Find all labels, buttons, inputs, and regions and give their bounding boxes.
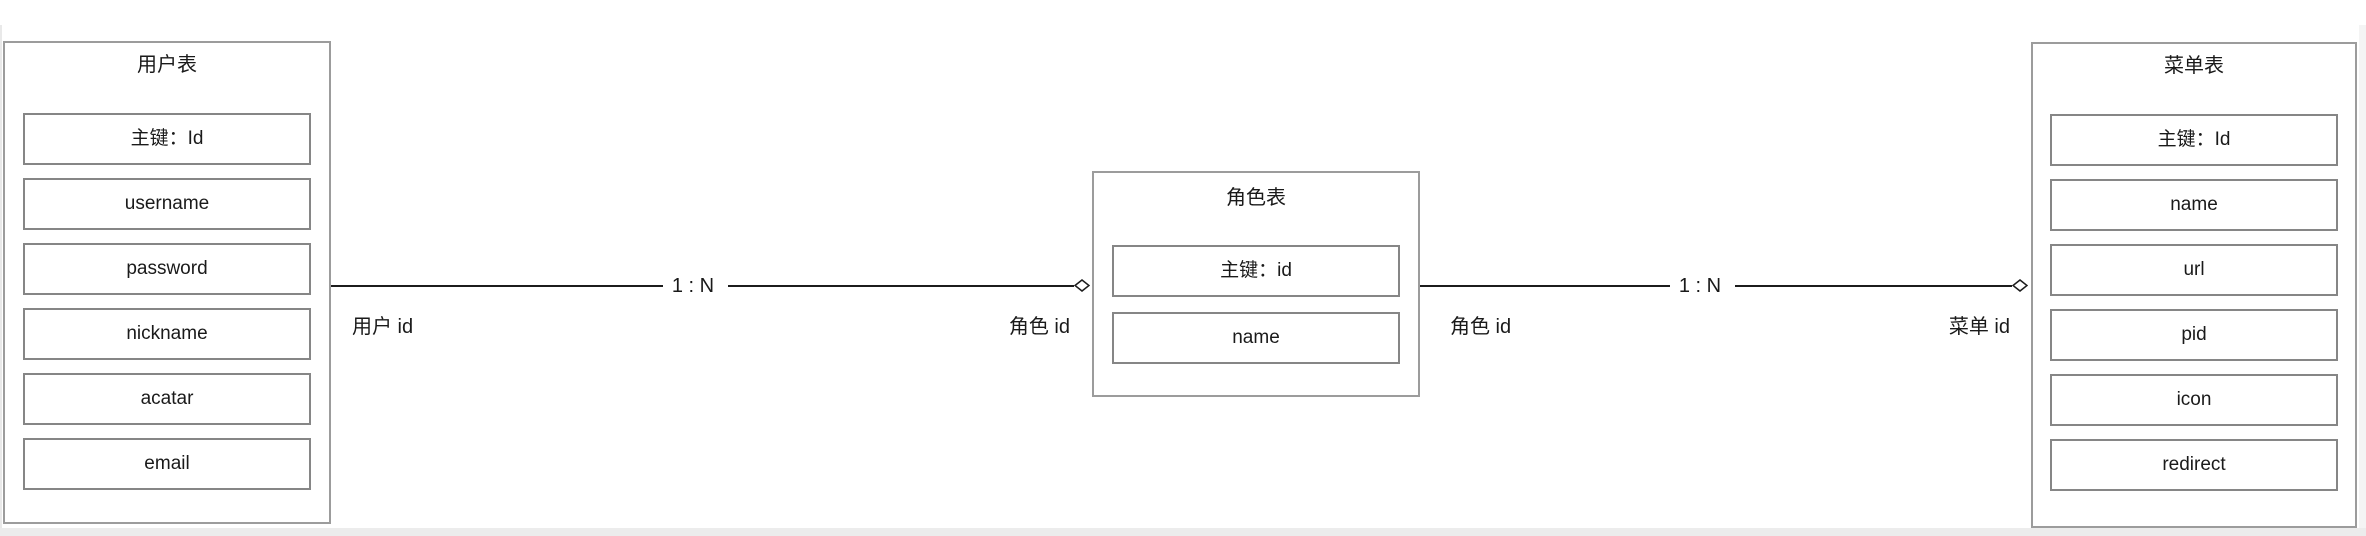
field-list-menu: 主键：Id name url pid icon redirect: [2050, 114, 2338, 504]
relation-line-user-role-b: [728, 285, 1074, 287]
field-user-acatar[interactable]: acatar: [23, 373, 311, 425]
relation-line-user-role-a: [331, 285, 663, 287]
key-label-user-id: 用户 id: [352, 316, 414, 338]
relation-line-role-menu-b: [1735, 285, 2012, 287]
table-title-menu: 菜单表: [2164, 55, 2224, 77]
cardinality-label-role-menu: 1 : N: [1678, 275, 1722, 297]
field-menu-pid[interactable]: pid: [2050, 309, 2338, 361]
relation-line-role-menu-a: [1420, 285, 1670, 287]
field-user-nickname[interactable]: nickname: [23, 308, 311, 360]
field-user-primary-key[interactable]: 主键：Id: [23, 113, 311, 165]
key-label-menu-id: 菜单 id: [1948, 316, 2010, 338]
field-menu-primary-key[interactable]: 主键：Id: [2050, 114, 2338, 166]
entity-table-role[interactable]: 角色表 主键：id name: [1092, 171, 1420, 397]
field-role-primary-key[interactable]: 主键：id: [1112, 245, 1400, 297]
field-user-password[interactable]: password: [23, 243, 311, 295]
canvas-right-edge: [2359, 25, 2366, 536]
field-menu-name[interactable]: name: [2050, 179, 2338, 231]
diamond-connector-icon: [2012, 279, 2028, 292]
key-label-role-id-left: 角色 id: [1008, 316, 1070, 338]
key-label-role-id-right: 角色 id: [1450, 316, 1512, 338]
diamond-connector-icon: [1074, 279, 1090, 292]
field-user-username[interactable]: username: [23, 178, 311, 230]
table-title-role: 角色表: [1226, 187, 1286, 209]
canvas-bottom-strip: [0, 528, 2366, 536]
field-menu-icon[interactable]: icon: [2050, 374, 2338, 426]
field-list-user: 主键：Id username password nickname acatar …: [23, 113, 311, 503]
cardinality-label-user-role: 1 : N: [671, 275, 715, 297]
field-role-name[interactable]: name: [1112, 312, 1400, 364]
field-list-role: 主键：id name: [1112, 245, 1400, 379]
entity-table-user[interactable]: 用户表 主键：Id username password nickname aca…: [3, 41, 331, 524]
entity-table-menu[interactable]: 菜单表 主键：Id name url pid icon redirect: [2031, 42, 2357, 528]
field-menu-redirect[interactable]: redirect: [2050, 439, 2338, 491]
table-title-user: 用户表: [137, 54, 197, 76]
field-user-email[interactable]: email: [23, 438, 311, 490]
field-menu-url[interactable]: url: [2050, 244, 2338, 296]
canvas-left-edge: [0, 25, 2, 536]
